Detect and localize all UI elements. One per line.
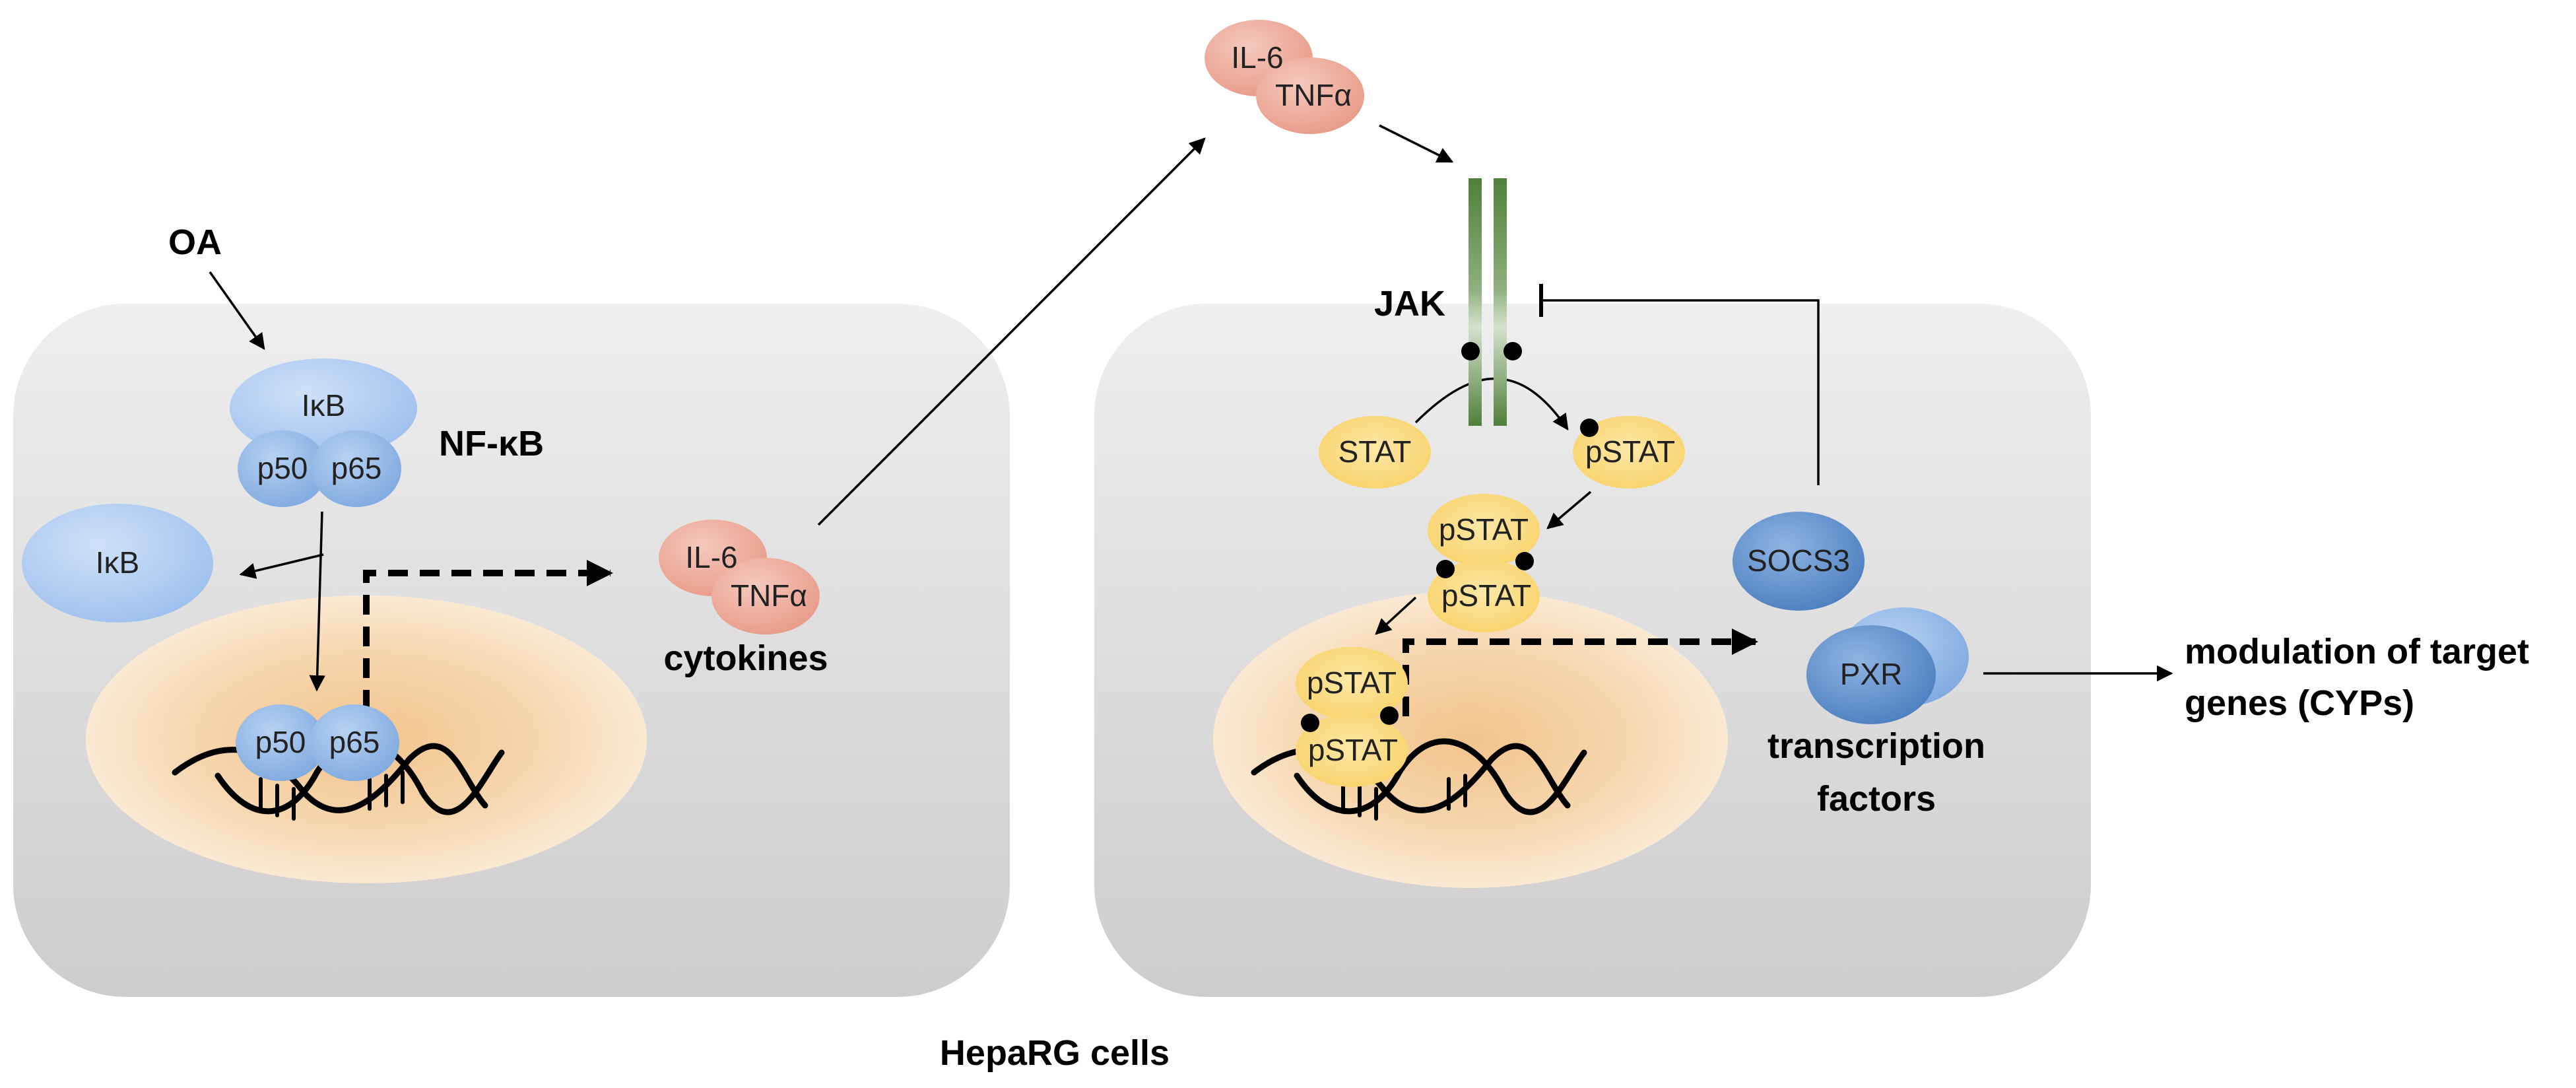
right-nucleus — [1213, 591, 1728, 888]
cytokine-secretion-arrow — [817, 137, 1206, 526]
pstat-nuclear-top-label: pSTAT — [1307, 665, 1397, 700]
socs3-label: SOCS3 — [1747, 543, 1850, 578]
p65-nucleus-shape — [310, 704, 399, 781]
p50-nucleus-shape — [236, 704, 325, 781]
transcription-factors-label-line2: factors — [1817, 779, 1936, 819]
stat-transcription-arrow — [1403, 629, 1758, 716]
tnfa-secreted-label: TNFα — [731, 578, 807, 613]
pstat-dimer-bottom-shape — [1428, 560, 1540, 632]
p65-cytoplasm-label: p65 — [331, 451, 382, 485]
p65-nucleus-label: p65 — [329, 725, 380, 759]
pstat-dimer-phosphate-left — [1436, 560, 1455, 578]
modulation-label-line2: genes (CYPs) — [2185, 683, 2414, 723]
nfkb-translocation-arrow — [309, 511, 325, 692]
tnfa-secreted-shape — [711, 558, 820, 634]
dimerization-arrow — [1546, 491, 1592, 529]
socs3-shape — [1733, 512, 1865, 611]
transcription-factors-label-line1: transcription — [1767, 726, 1985, 766]
cytokine-binding-arrow — [1379, 124, 1454, 163]
caption: HepaRG cells — [940, 1033, 1170, 1073]
pstat-dimer-top-label: pSTAT — [1439, 512, 1529, 547]
pstat-dimer-phosphate-right — [1515, 552, 1534, 570]
ikb-free-label: IκB — [96, 545, 139, 580]
cytokine-receptor — [1469, 178, 1507, 426]
p50-nucleus-label: p50 — [255, 725, 306, 759]
ikb-bound-label: IκB — [302, 388, 345, 423]
nfkb-label: NF-κB — [439, 424, 544, 463]
oa-label: OA — [168, 222, 222, 262]
pstat-nuclear-top-shape — [1296, 647, 1408, 720]
pstat-single-shape — [1573, 416, 1685, 489]
p50-cytoplasm-shape — [238, 430, 327, 507]
pstat-dimer-bottom-label: pSTAT — [1441, 578, 1531, 613]
ikb-release-arrow — [239, 553, 324, 579]
receptor-phosphate-right — [1503, 342, 1522, 360]
stat-shape — [1319, 416, 1431, 489]
pstat-single-phosphate — [1580, 419, 1599, 437]
tnfa-extracellular-label: TNFα — [1275, 78, 1352, 112]
p50-cytoplasm-label: p50 — [257, 451, 308, 485]
modulation-label-line1: modulation of target — [2185, 632, 2529, 671]
il6-secreted-label: IL-6 — [685, 540, 737, 574]
oa-arrow — [209, 271, 265, 351]
pxr-front-shape — [1806, 625, 1936, 724]
jak-label: JAK — [1374, 284, 1445, 323]
receptor-phosphate-left — [1461, 342, 1480, 360]
cytokines-label: cytokines — [663, 638, 828, 678]
pstat-nuclear-bottom-label: pSTAT — [1308, 733, 1398, 767]
tnfa-extracellular-shape — [1256, 57, 1364, 134]
pstat-nuclear-phosphate-right — [1380, 706, 1399, 725]
nfkb-transcription-arrow — [363, 560, 613, 710]
socs3-inhibition-line — [1541, 299, 1820, 485]
nuclear-import-arrow — [1375, 596, 1417, 635]
ikb-free-shape — [22, 504, 213, 623]
il6-extracellular-label: IL-6 — [1231, 40, 1283, 75]
pxr-label: PXR — [1840, 657, 1903, 691]
pstat-single-label: pSTAT — [1585, 434, 1675, 469]
stat-label: STAT — [1338, 434, 1412, 469]
pstat-nuclear-bottom-shape — [1296, 714, 1408, 787]
p65-cytoplasm-shape — [312, 430, 401, 507]
pstat-dimer-top-shape — [1428, 494, 1540, 566]
pstat-nuclear-phosphate-left — [1301, 714, 1319, 732]
